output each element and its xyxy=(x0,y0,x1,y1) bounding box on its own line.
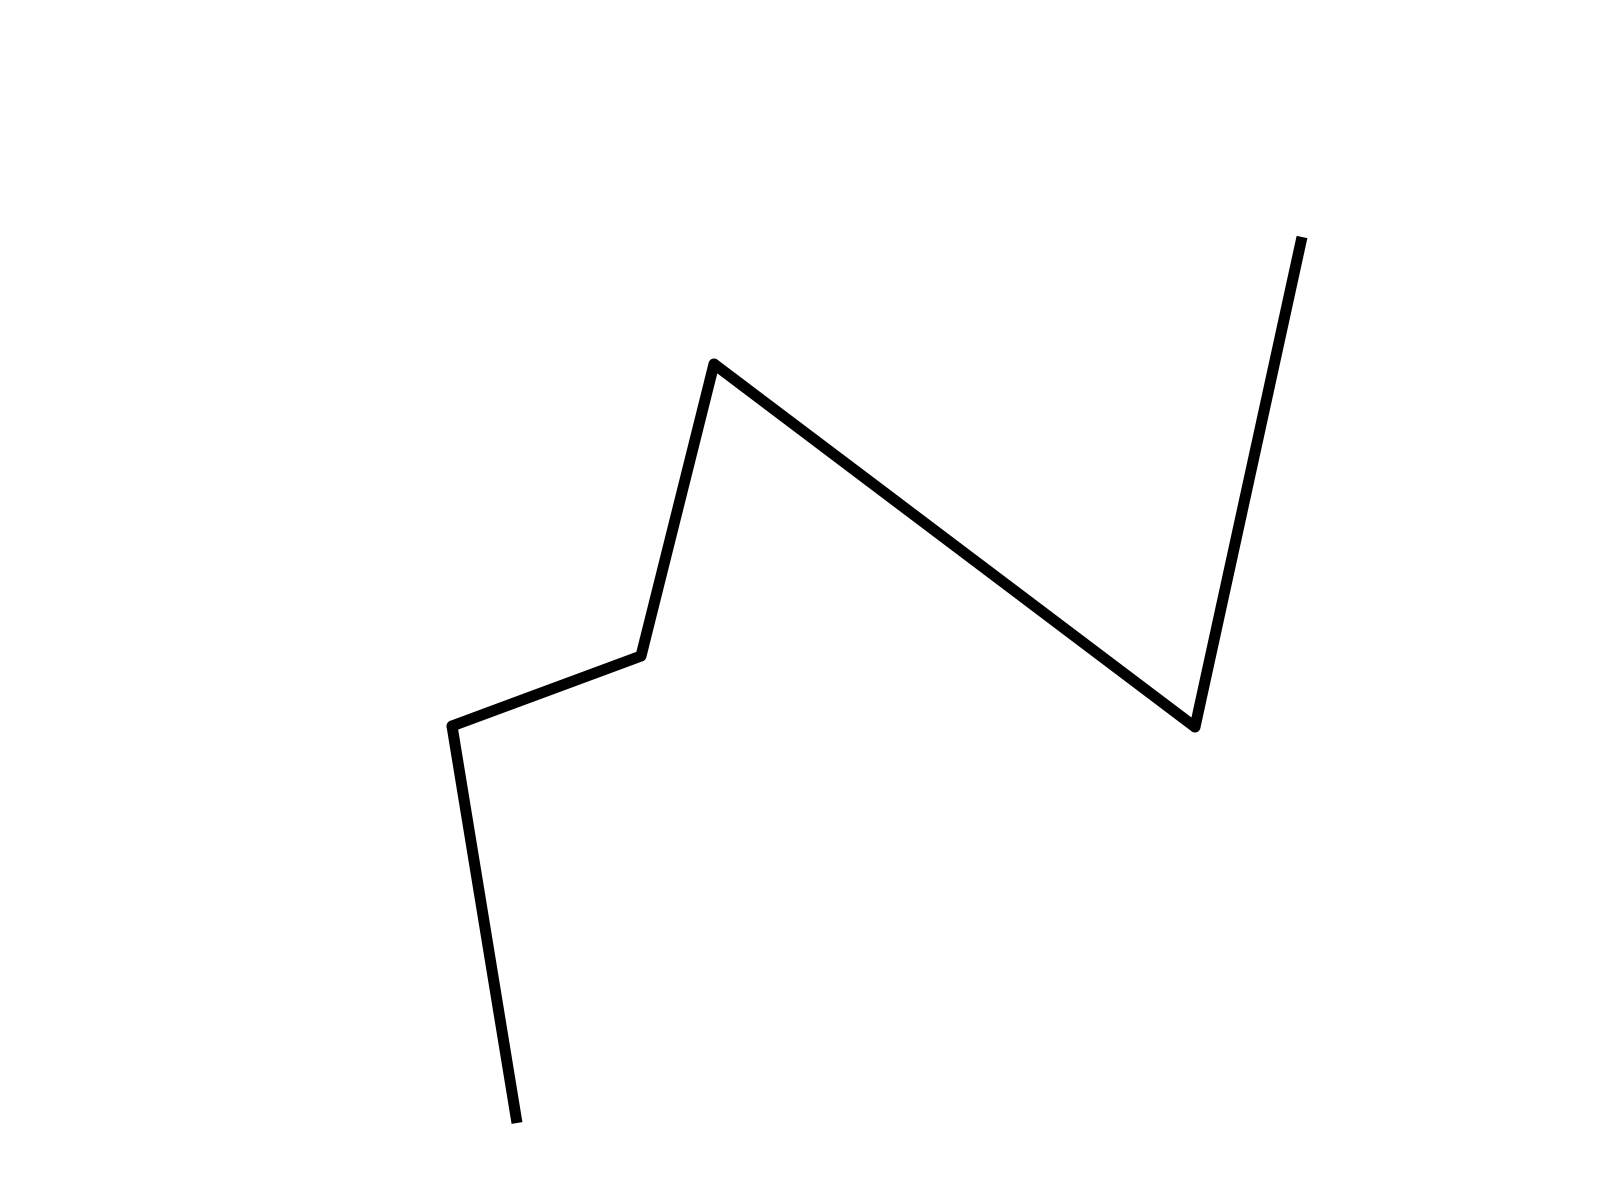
polyline-vertex-5 xyxy=(1189,721,1201,733)
polyline-segment-3 xyxy=(635,362,720,658)
polyline-segment-5 xyxy=(1189,235,1308,729)
polyline-segment-2 xyxy=(450,650,643,732)
polyline-vertex-4 xyxy=(708,358,720,370)
zigzag-polyline xyxy=(446,235,1308,1124)
polyline-segment-1 xyxy=(446,725,523,1124)
polyline-vertex-2 xyxy=(446,720,458,732)
polyline-segment-4 xyxy=(710,359,1199,732)
polyline-vertex-3 xyxy=(635,650,647,662)
